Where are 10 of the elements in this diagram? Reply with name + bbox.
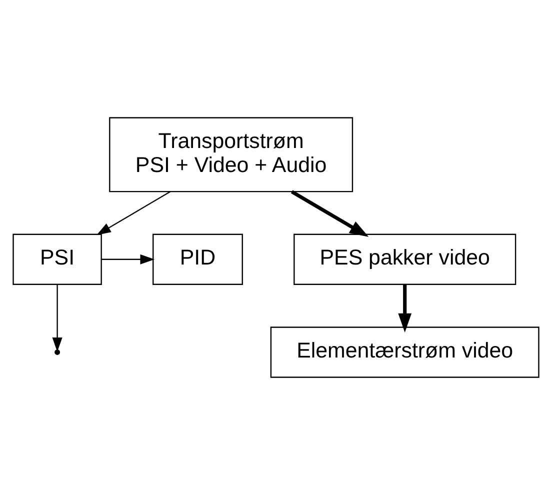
arrow (102, 254, 155, 264)
arrow (52, 284, 62, 352)
node-box: Transportstrøm PSI + Video + Audio (109, 117, 354, 192)
node-box: Elementærstrøm video (270, 326, 540, 378)
arrow (290, 190, 369, 237)
node-box: PSI (12, 234, 102, 285)
node-box: PID (152, 234, 243, 285)
arrow (96, 191, 171, 236)
node-box: PES pakker video (294, 234, 516, 285)
arrow (398, 284, 412, 332)
